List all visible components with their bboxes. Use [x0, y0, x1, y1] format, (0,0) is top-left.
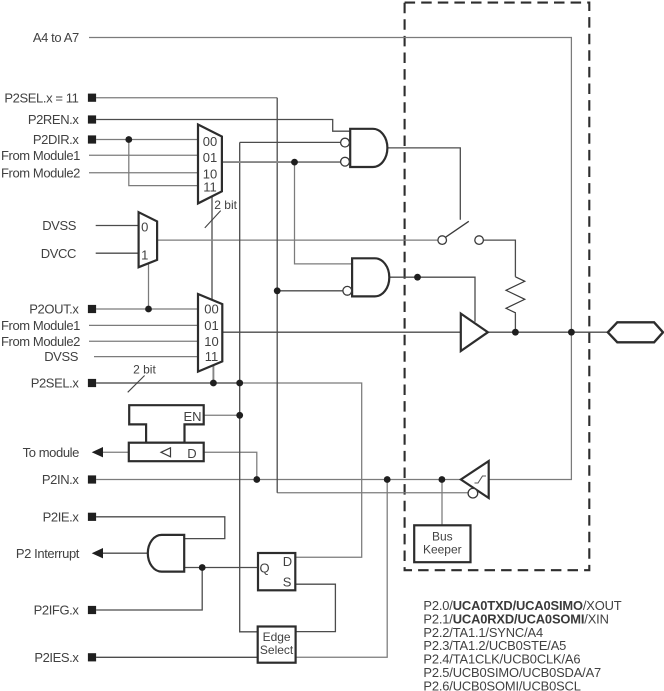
svg-text:D: D [187, 446, 196, 461]
svg-text:From Module2: From Module2 [1, 166, 80, 181]
svg-text:P2REN.x: P2REN.x [28, 112, 80, 127]
svg-text:P2SEL.x = 11: P2SEL.x = 11 [4, 90, 78, 105]
svg-text:D: D [283, 554, 292, 569]
svg-text:From Module2: From Module2 [1, 334, 80, 349]
svg-text:2 bit: 2 bit [214, 198, 237, 212]
svg-text:From Module1: From Module1 [1, 148, 80, 163]
svg-text:P2.0/UCA0TXD/UCA0SIMO/XOUT: P2.0/UCA0TXD/UCA0SIMO/XOUT [423, 598, 621, 613]
svg-text:P2.1/UCA0RXD/UCA0SOMI/XIN: P2.1/UCA0RXD/UCA0SOMI/XIN [423, 611, 608, 626]
svg-text:Q: Q [260, 561, 270, 576]
svg-text:A4 to A7: A4 to A7 [33, 30, 79, 45]
svg-text:P2.2/TA1.1/SYNC/A4: P2.2/TA1.1/SYNC/A4 [423, 625, 543, 640]
svg-text:P2 Interrupt: P2 Interrupt [16, 546, 80, 561]
svg-text:1: 1 [141, 248, 148, 263]
svg-text:0: 0 [141, 220, 148, 235]
svg-text:S: S [283, 575, 292, 590]
svg-text:EN: EN [183, 409, 201, 424]
svg-text:P2.4/TA1CLK/UCB0CLK/A6: P2.4/TA1CLK/UCB0CLK/A6 [423, 652, 580, 667]
svg-text:11: 11 [203, 180, 217, 195]
svg-text:00: 00 [204, 302, 218, 317]
svg-text:01: 01 [204, 318, 218, 333]
svg-text:DVCC: DVCC [41, 246, 76, 261]
svg-text:DVSS: DVSS [42, 218, 77, 233]
svg-text:10: 10 [203, 167, 217, 182]
svg-text:Select: Select [260, 643, 294, 657]
svg-text:DVSS: DVSS [44, 349, 79, 364]
svg-text:P2DIR.x: P2DIR.x [33, 132, 80, 147]
svg-text:To module: To module [23, 445, 80, 460]
svg-text:P2.3/TA1.2/UCB0STE/A5: P2.3/TA1.2/UCB0STE/A5 [423, 638, 566, 653]
svg-text:10: 10 [204, 334, 218, 349]
svg-text:11: 11 [205, 349, 219, 364]
svg-text:From Module1: From Module1 [1, 318, 80, 333]
svg-text:P2OUT.x: P2OUT.x [29, 302, 79, 317]
svg-text:P2IN.x: P2IN.x [42, 472, 80, 487]
svg-text:00: 00 [203, 134, 217, 149]
svg-text:P2IFG.x: P2IFG.x [34, 603, 80, 618]
svg-text:P2.6/UCB0SOMI/UCB0SCL: P2.6/UCB0SOMI/UCB0SCL [423, 679, 580, 691]
svg-text:Keeper: Keeper [423, 543, 462, 557]
svg-text:P2.5/UCB0SIMO/UCB0SDA/A7: P2.5/UCB0SIMO/UCB0SDA/A7 [423, 665, 601, 680]
svg-text:P2SEL.x: P2SEL.x [31, 376, 80, 391]
svg-text:Bus: Bus [432, 530, 453, 544]
svg-text:2 bit: 2 bit [133, 363, 156, 377]
svg-text:Edge: Edge [263, 630, 291, 644]
svg-text:P2IES.x: P2IES.x [34, 650, 79, 665]
svg-text:P2IE.x: P2IE.x [43, 510, 80, 525]
svg-text:01: 01 [203, 150, 217, 165]
